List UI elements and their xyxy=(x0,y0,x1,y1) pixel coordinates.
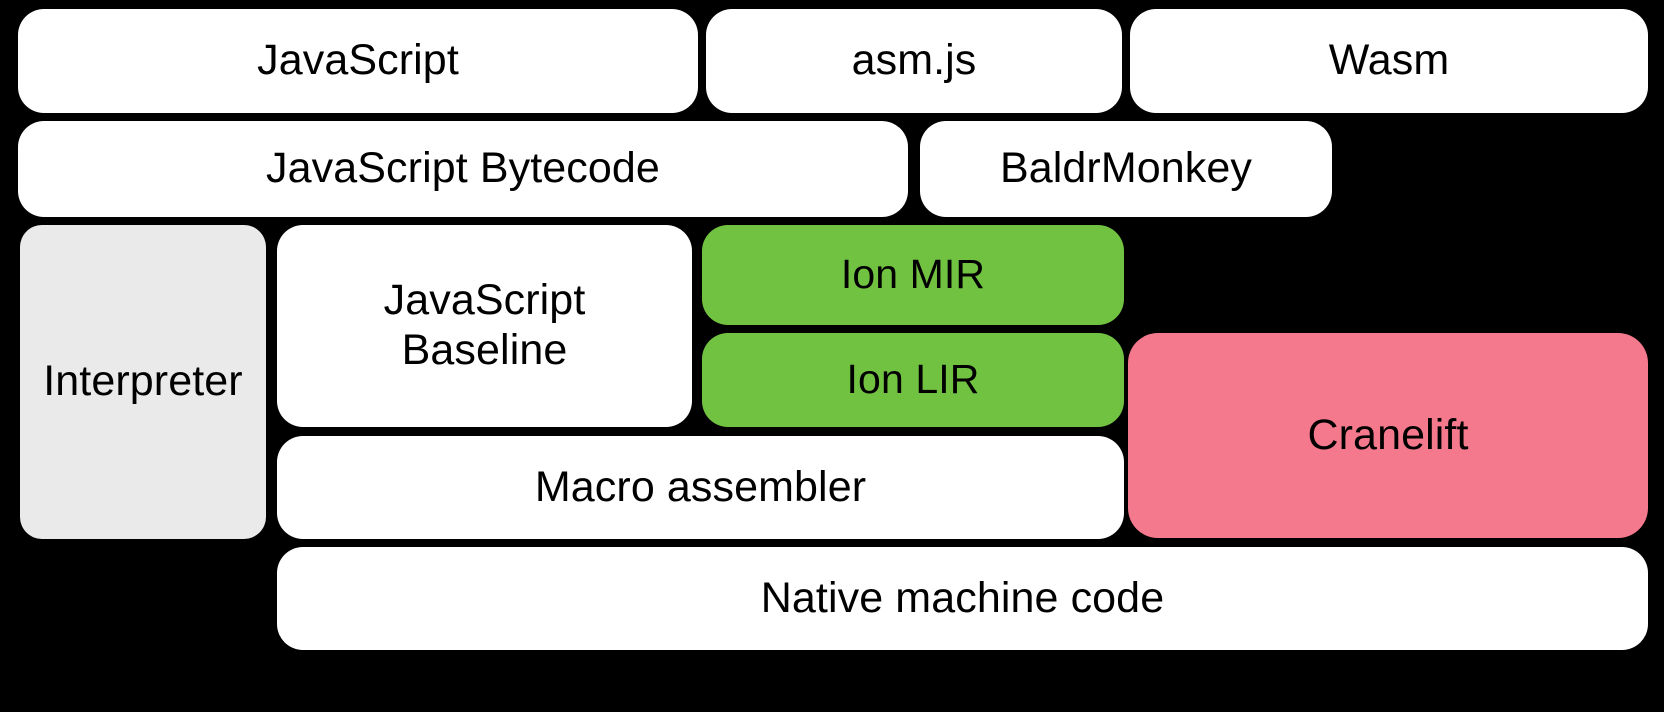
node-ion-mir-label: Ion MIR xyxy=(840,251,986,298)
node-wasm-label: Wasm xyxy=(1328,36,1450,85)
node-baldrmonkey-label: BaldrMonkey xyxy=(999,144,1253,193)
node-native-machine-code[interactable]: Native machine code xyxy=(277,547,1648,650)
node-cranelift-label: Cranelift xyxy=(1307,410,1469,459)
node-wasm[interactable]: Wasm xyxy=(1130,9,1648,113)
node-interpreter[interactable]: Interpreter xyxy=(20,225,266,539)
node-ion-mir[interactable]: Ion MIR xyxy=(702,225,1124,325)
node-asmjs[interactable]: asm.js xyxy=(706,9,1122,113)
node-javascript-baseline[interactable]: JavaScript Baseline xyxy=(277,225,692,427)
node-asmjs-label: asm.js xyxy=(851,36,977,85)
node-javascript-label: JavaScript xyxy=(257,36,459,85)
node-javascript-baseline-label: JavaScript Baseline xyxy=(383,276,586,374)
node-javascript-bytecode[interactable]: JavaScript Bytecode xyxy=(18,121,908,217)
node-javascript[interactable]: JavaScript xyxy=(18,9,698,113)
node-ion-lir[interactable]: Ion LIR xyxy=(702,333,1124,427)
node-ion-lir-label: Ion LIR xyxy=(846,356,980,403)
node-macro-assembler-label: Macro assembler xyxy=(534,462,867,511)
node-native-machine-code-label: Native machine code xyxy=(760,573,1165,622)
node-javascript-bytecode-label: JavaScript Bytecode xyxy=(266,144,660,193)
node-cranelift[interactable]: Cranelift xyxy=(1128,333,1648,538)
node-macro-assembler[interactable]: Macro assembler xyxy=(277,436,1124,539)
node-interpreter-label: Interpreter xyxy=(43,357,243,406)
node-baldrmonkey[interactable]: BaldrMonkey xyxy=(920,121,1332,217)
